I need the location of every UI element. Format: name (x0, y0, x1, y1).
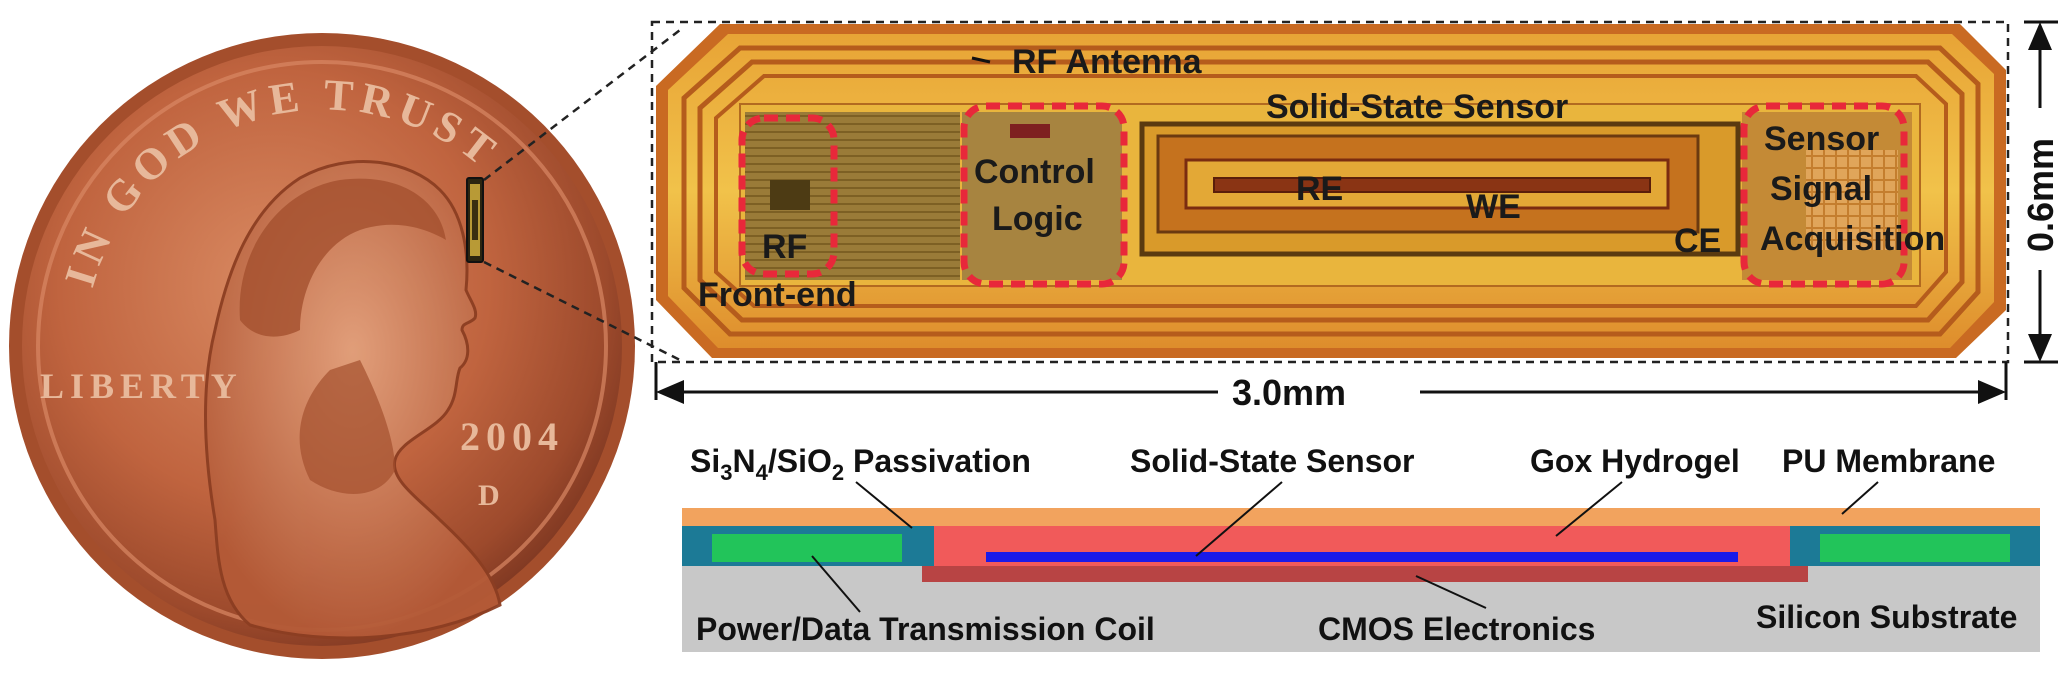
label-rf: RF (762, 228, 807, 266)
label-passivation: Si3N4/SiO2 Passivation (690, 443, 1031, 485)
height-dimension: 0.6mm (2020, 20, 2061, 364)
zoom-line-bottom (483, 260, 681, 362)
leader-pu-membrane (1841, 481, 1879, 515)
label-pu-membrane: PU Membrane (1782, 443, 1995, 479)
label-height-dim: 0.6mm (2020, 138, 2061, 252)
layer-pu-membrane (682, 508, 2040, 526)
leader-power-coil (811, 555, 861, 613)
layer-sensor-electrode (986, 552, 1738, 562)
chip-on-coin (466, 177, 484, 263)
leader-solid-state-sensor (1195, 481, 1283, 557)
logic-pad (1010, 124, 1050, 138)
coin-year: 2004 (460, 414, 564, 459)
label-we: WE (1466, 188, 1521, 226)
layer-coil-left (712, 534, 902, 562)
label-solid-state-sensor-xs: Solid-State Sensor (1130, 443, 1415, 479)
leader-gox-hydrogel (1555, 481, 1623, 537)
coin-mint-mark: D (478, 479, 506, 512)
control-logic-block (962, 112, 1122, 280)
label-control: Control (974, 153, 1095, 191)
label-ce: CE (1674, 222, 1721, 260)
label-power-coil: Power/Data Transmission Coil (696, 611, 1155, 647)
label-silicon-substrate: Silicon Substrate (1756, 599, 2017, 635)
acquisition-grid (1806, 150, 1898, 250)
label-rf-antenna: RF Antenna (1012, 43, 1203, 81)
leader-cmos (1415, 575, 1487, 609)
lincoln-hair (239, 178, 446, 337)
penny-photo: IN GOD WE TRUST LIBERTY 2004 D (9, 33, 635, 659)
label-front-end: Front-end (698, 276, 857, 314)
label-logic: Logic (992, 200, 1083, 238)
chip-bounding-box (650, 20, 2010, 364)
layer-coil-right (1820, 534, 2010, 562)
coin-liberty: LIBERTY (40, 366, 243, 406)
rf-frontend-highlight (738, 114, 838, 278)
label-cmos: CMOS Electronics (1318, 611, 1595, 647)
lincoln-beard (299, 360, 395, 494)
label-gox-hydrogel: Gox Hydrogel (1530, 443, 1740, 479)
rf-antenna-leader (971, 56, 991, 64)
label-sensor: Sensor (1764, 120, 1879, 158)
chip-micrograph: RF Antenna Solid-State Sensor Control Lo… (650, 20, 2010, 364)
sensor-re (1213, 177, 1651, 193)
rf-transistor (770, 180, 810, 210)
label-width-dim: 3.0mm (1232, 372, 1346, 413)
layer-cmos-electronics (922, 566, 1808, 582)
label-acquisition: Acquisition (1760, 220, 1945, 258)
control-logic-highlight (960, 102, 1128, 288)
label-signal: Signal (1770, 170, 1872, 208)
label-solid-state-sensor-chip: Solid-State Sensor (1266, 88, 1568, 126)
chip-antenna-ring-3 (697, 59, 1965, 323)
chip-antenna-ring-2 (681, 45, 1981, 337)
acquisition-highlight (1740, 102, 1908, 288)
width-dimension: 3.0mm (654, 362, 2008, 413)
label-re: RE (1296, 170, 1343, 208)
leader-passivation (855, 481, 913, 529)
chip-antenna-ring-4 (714, 74, 1948, 308)
cross-section-diagram: Si3N4/SiO2 Passivation Solid-State Senso… (682, 443, 2040, 652)
